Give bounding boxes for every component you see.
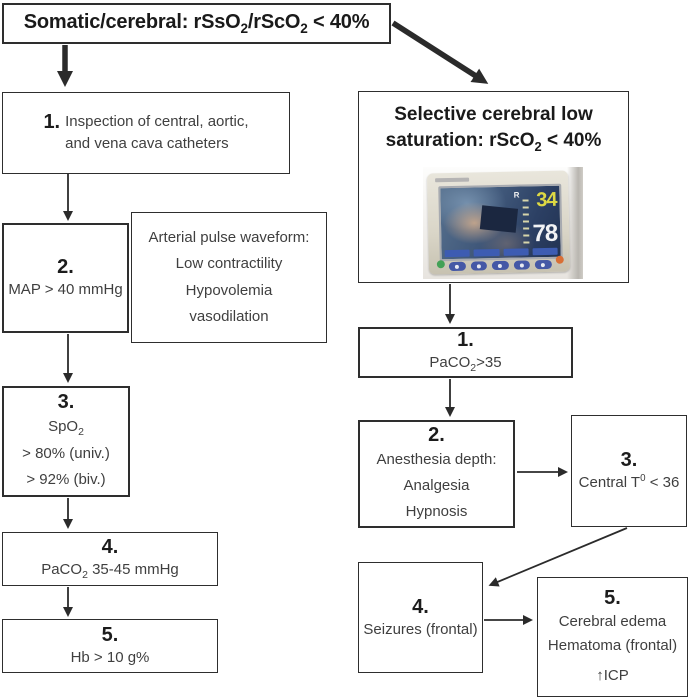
step-text: Seizures (frontal) bbox=[363, 620, 478, 638]
step-text-line: Anesthesia depth: bbox=[376, 450, 497, 468]
arrow-title-to-right-header bbox=[391, 20, 489, 84]
oximeter-value-bottom: 78 bbox=[532, 219, 558, 248]
side-note-arterial-waveform: Arterial pulse waveform: Low contractili… bbox=[131, 212, 327, 343]
step-text-line: > 80% (univ.) bbox=[22, 444, 110, 462]
left-box-2-map: 2. MAP > 40 mmHg bbox=[2, 223, 129, 333]
step-number: 2. bbox=[428, 423, 445, 446]
right-box-4-seizures: 4. Seizures (frontal) bbox=[358, 562, 483, 673]
right-box-5-cerebral-edema: 5. Cerebral edema Hematoma (frontal) ↑IC… bbox=[537, 577, 688, 697]
left-box-3-spo2: 3. SpO2 > 80% (univ.) > 92% (biv.) bbox=[2, 386, 130, 497]
step-text-line: > 92% (biv.) bbox=[26, 471, 106, 489]
step-text-line: Cerebral edema bbox=[558, 613, 667, 630]
step-number: 4. bbox=[412, 595, 429, 618]
channel-label: R bbox=[513, 190, 520, 200]
monitor-buttons bbox=[448, 259, 552, 272]
step-text-line: Inspection of central, aortic, bbox=[65, 113, 249, 130]
oximeter-value-top: 34 bbox=[536, 188, 557, 212]
step-number: 3. bbox=[57, 390, 75, 413]
step-text: Central T0 < 36 bbox=[578, 473, 680, 492]
right-box-3-central-temperature: 3. Central T0 < 36 bbox=[571, 415, 687, 527]
step-number: 1. bbox=[43, 111, 61, 133]
arrow-right3-to-right4 bbox=[488, 527, 628, 587]
oximeter-photo: R 34 78 bbox=[423, 167, 583, 279]
step-number: 2. bbox=[57, 256, 74, 279]
note-line: vasodilation bbox=[189, 307, 269, 325]
note-line: Hypovolemia bbox=[185, 281, 273, 299]
step-text: Hb > 10 g% bbox=[70, 649, 150, 667]
note-line: Low contractility bbox=[175, 255, 283, 273]
step-number: 1. bbox=[457, 329, 474, 352]
step-text-line: and vena cava catheters bbox=[65, 135, 229, 152]
left-box-5-hemoglobin: 5. Hb > 10 g% bbox=[2, 619, 218, 673]
step-text-line: SpO2 bbox=[48, 417, 84, 438]
title-box: Somatic/cerebral: rSsO2/rScO2 < 40% bbox=[2, 3, 391, 44]
right-header-line: saturation: rScO2 < 40% bbox=[385, 129, 602, 154]
title-text: Somatic/cerebral: rSsO2/rScO2 < 40% bbox=[23, 11, 370, 37]
step-text: MAP > 40 mmHg bbox=[8, 281, 123, 299]
step-text-line: Hypnosis bbox=[405, 503, 468, 521]
screen-menu-bar bbox=[444, 247, 558, 258]
step-number: 5. bbox=[604, 587, 621, 609]
step-number: 5. bbox=[101, 624, 119, 647]
screen-reflection bbox=[480, 205, 519, 233]
left-box-1-catheter-inspection: 1. Inspection of central, aortic, and ve… bbox=[2, 92, 290, 174]
step-number: 3. bbox=[620, 449, 638, 472]
step-text: PaCO2>35 bbox=[429, 354, 502, 375]
step-text-line: Hematoma (frontal) bbox=[547, 637, 678, 654]
note-line: Arterial pulse waveform: bbox=[148, 229, 310, 246]
step-number: 4. bbox=[101, 535, 119, 558]
photo-shadow bbox=[567, 167, 583, 279]
right-box-1-paco2: 1. PaCO2>35 bbox=[358, 327, 573, 378]
right-box-2-anesthesia-depth: 2. Anesthesia depth: Analgesia Hypnosis bbox=[358, 420, 515, 528]
oximeter-scale-bar bbox=[522, 199, 530, 246]
step-text-line: Analgesia bbox=[403, 476, 470, 494]
left-box-4-paco2: 4. PaCO2 35-45 mmHg bbox=[2, 532, 218, 586]
icp-increase-text: ↑ICP bbox=[596, 667, 629, 684]
step-text: PaCO2 35-45 mmHg bbox=[41, 560, 179, 581]
alarm-button-orange bbox=[555, 255, 564, 264]
monitor-body: R 34 78 bbox=[426, 170, 571, 275]
power-button-green bbox=[436, 260, 445, 269]
monitor-brand-label bbox=[435, 177, 470, 183]
right-header-line: Selective cerebral low bbox=[394, 104, 593, 125]
right-header-selective-cerebral: Selective cerebral low saturation: rScO2… bbox=[358, 91, 629, 283]
monitor-screen: R 34 78 bbox=[438, 183, 563, 262]
